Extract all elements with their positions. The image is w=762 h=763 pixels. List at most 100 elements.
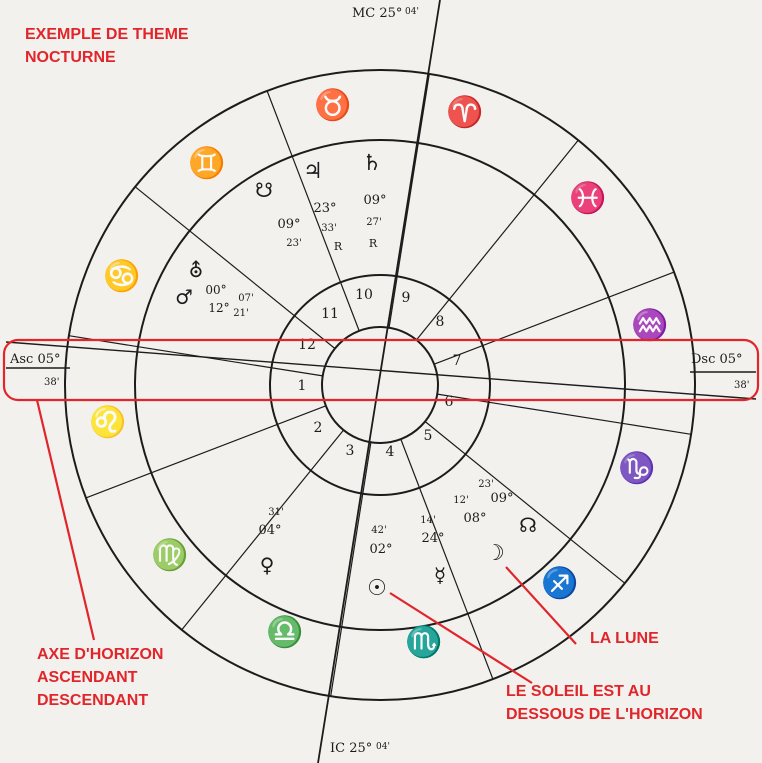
horizon-highlight-box bbox=[2, 338, 760, 402]
horizon-axis-annotation: AXE D'HORIZON ASCENDANT DESCENDANT bbox=[37, 646, 164, 709]
taurus-icon: ♉ bbox=[314, 87, 351, 123]
sun-pointer-line bbox=[389, 592, 533, 684]
saturn-degree: 09° bbox=[363, 193, 386, 208]
saturn-minutes: 27' bbox=[366, 217, 381, 228]
leo-icon: ♌ bbox=[89, 404, 126, 440]
zodiac-divider bbox=[608, 271, 675, 298]
saturn-retrograde: R bbox=[369, 237, 378, 250]
zodiac-inner-ring bbox=[134, 139, 626, 631]
jupiter-degree: 23° bbox=[313, 201, 336, 216]
zodiac-divider bbox=[570, 538, 626, 584]
zodiac-divider bbox=[266, 90, 293, 157]
aquarius-icon: ♒ bbox=[631, 307, 668, 343]
zodiac-divider bbox=[467, 613, 494, 680]
house-cusp bbox=[151, 405, 327, 474]
asc-minutes: 38' bbox=[44, 377, 59, 388]
uranus-minutes: 07' bbox=[238, 293, 253, 304]
mercury-icon: ☿ bbox=[434, 563, 446, 587]
house-cusp bbox=[400, 438, 469, 614]
asc-dsc-axis bbox=[5, 341, 757, 400]
house-cusp bbox=[341, 442, 372, 628]
jupiter-icon: ♃ bbox=[303, 159, 323, 184]
mars-minutes: 21' bbox=[233, 308, 248, 319]
dsc-minutes: 38' bbox=[734, 380, 749, 391]
south-node-icon: ☋ bbox=[255, 178, 273, 202]
house-cusp bbox=[424, 421, 571, 540]
moon-icon: ☽ bbox=[485, 541, 505, 566]
house-number: 3 bbox=[346, 443, 355, 459]
sun-annotation: LE SOLEIL EST AU DESSOUS DE L'HORIZON bbox=[506, 683, 703, 723]
mc-minutes: 04' bbox=[405, 7, 419, 17]
center-ring bbox=[321, 326, 439, 444]
house-ring bbox=[269, 274, 491, 496]
zodiac-divider bbox=[533, 139, 579, 195]
zodiac-divider bbox=[134, 186, 190, 232]
sun-minutes: 42' bbox=[371, 525, 386, 536]
dsc-label: Dsc 05° bbox=[691, 352, 743, 367]
ic-minutes: 04' bbox=[376, 742, 390, 752]
uranus-icon: ⛢ bbox=[189, 258, 204, 282]
house-number: 8 bbox=[436, 314, 445, 330]
venus-icon: ♀ bbox=[260, 553, 275, 577]
house-cusp bbox=[388, 142, 419, 328]
north-node-degree: 09° bbox=[490, 491, 513, 506]
moon-degree: 08° bbox=[463, 511, 486, 526]
house-number: 4 bbox=[386, 444, 395, 460]
house-cusp bbox=[437, 393, 623, 424]
house-number: 2 bbox=[314, 420, 323, 436]
mars-icon: ♂ bbox=[175, 285, 193, 309]
house-number: 1 bbox=[298, 378, 307, 394]
diagram-title: EXEMPLE DE THEME NOCTURNE bbox=[25, 26, 189, 66]
north-node-minutes: 23' bbox=[478, 479, 493, 490]
zodiac-divider bbox=[330, 626, 343, 697]
scorpio-icon: ♏ bbox=[405, 624, 442, 660]
zodiac-divider bbox=[68, 335, 139, 348]
jupiter-retrograde: R bbox=[334, 240, 343, 253]
zodiac-divider bbox=[181, 575, 227, 631]
house-number: 7 bbox=[453, 353, 462, 369]
moon-pointer-line bbox=[505, 566, 577, 645]
south-node-degree: 09° bbox=[277, 217, 300, 232]
south-node-minutes: 23' bbox=[286, 238, 301, 249]
gemini-icon: ♊ bbox=[188, 145, 225, 181]
house-number: 9 bbox=[402, 290, 411, 306]
house-cusp bbox=[416, 194, 535, 341]
mc-label: MC 25° bbox=[352, 6, 402, 21]
jupiter-minutes: 33' bbox=[321, 223, 336, 234]
aries-icon: ♈ bbox=[446, 94, 483, 130]
sun-degree: 02° bbox=[369, 542, 392, 557]
saturn-icon: ♄ bbox=[362, 151, 382, 176]
venus-minutes: 31' bbox=[268, 507, 283, 518]
cancer-icon: ♋ bbox=[103, 258, 140, 294]
zodiac-divider bbox=[621, 422, 692, 435]
house-cusp bbox=[137, 346, 323, 377]
ic-label: IC 25° bbox=[330, 741, 372, 756]
pisces-icon: ♓ bbox=[569, 180, 606, 216]
capricorn-icon: ♑ bbox=[618, 450, 655, 486]
venus-degree: 04° bbox=[258, 523, 281, 538]
house-number: 10 bbox=[355, 287, 373, 303]
sun-icon: ☉ bbox=[367, 576, 387, 601]
house-cusp bbox=[291, 156, 360, 332]
house-number: 6 bbox=[445, 394, 454, 410]
house-number: 11 bbox=[321, 306, 339, 322]
house-cusp bbox=[225, 429, 344, 576]
sagittarius-icon: ♐ bbox=[541, 565, 578, 601]
asc-label: Asc 05° bbox=[9, 352, 61, 367]
moon-annotation: LA LUNE bbox=[590, 630, 659, 647]
outer-ring bbox=[64, 69, 696, 701]
moon-minutes: 12' bbox=[453, 495, 468, 506]
libra-icon: ♎ bbox=[266, 614, 303, 650]
zodiac-divider bbox=[417, 73, 430, 144]
mars-degree: 12° bbox=[208, 301, 229, 315]
horizon-pointer-line bbox=[35, 399, 96, 641]
house-number: 5 bbox=[424, 428, 433, 444]
mc-ic-axis bbox=[317, 0, 441, 763]
mercury-degree: 24° bbox=[421, 531, 444, 546]
uranus-degree: 00° bbox=[205, 283, 226, 297]
house-cusp bbox=[433, 296, 609, 365]
mercury-minutes: 14' bbox=[420, 515, 435, 526]
virgo-icon: ♍ bbox=[151, 537, 188, 573]
zodiac-divider bbox=[85, 472, 152, 499]
